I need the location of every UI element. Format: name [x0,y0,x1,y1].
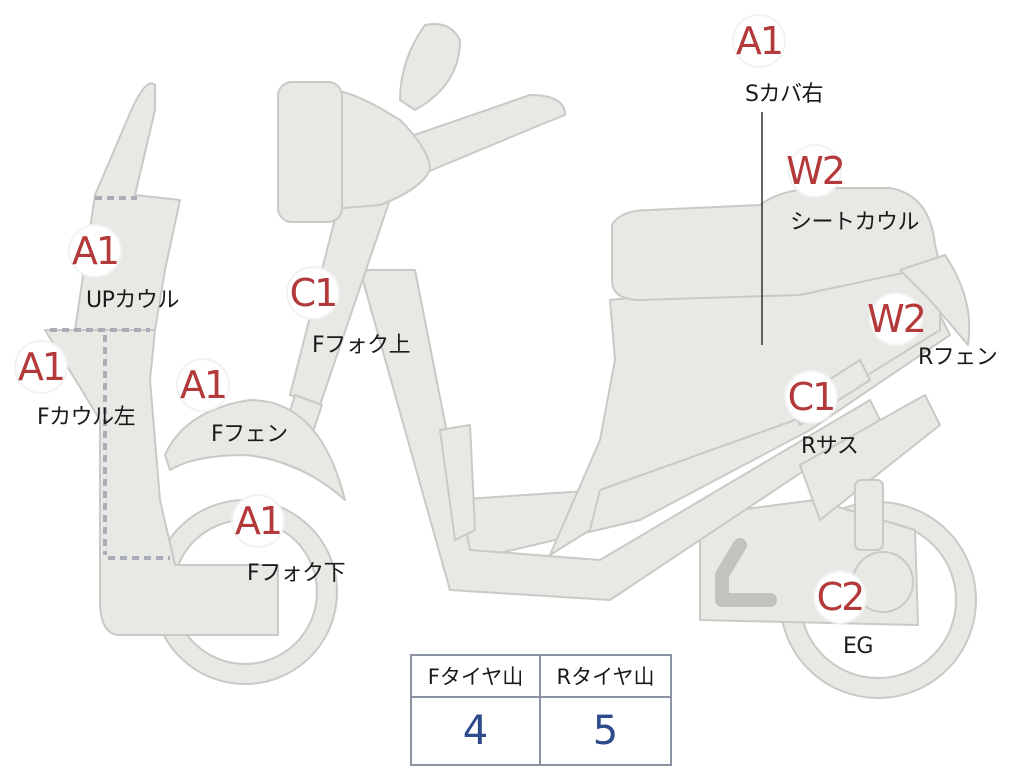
handlebar [399,94,566,176]
front-fender [164,399,346,501]
headlight [277,81,343,223]
seat-cowl-code: W2 [786,146,846,196]
up-cowl-label: UPカウル [86,288,179,313]
mirror [399,23,461,111]
headlight-housing [319,88,431,211]
engine-code: C2 [815,572,865,622]
f-fork-lower-label: Fフォク下 [247,561,346,586]
rear-tail [899,254,971,346]
tire-tread-table: Fタイヤ山 Rタイヤ山 4 5 [410,654,672,766]
frame-tube [359,269,881,601]
r-fender-code: W2 [867,294,927,344]
rear-tire-value: 5 [592,708,619,754]
exhaust-pipe [715,538,777,607]
rear-shock-lower [854,479,884,551]
f-cowl-left-code: A1 [16,342,66,392]
front-cowl [44,329,279,636]
s-cover-right-label: Sカバ右 [745,82,823,107]
r-suspension-label: Rサス [801,434,859,459]
engine-label: EG [843,634,873,659]
s-cover-right-code: A1 [734,16,784,66]
f-fork-upper-label: Fフォク上 [312,333,411,358]
seat-cowl-label: シートカウル [790,210,920,235]
up-cowl-code: A1 [70,226,120,276]
f-fender-label: Fフェン [211,422,288,447]
front-tire-header: Fタイヤ山 [412,656,541,698]
f-fork-lower-code: A1 [233,496,283,546]
r-fender-label: Rフェン [918,345,998,370]
rear-tire-header: Rタイヤ山 [541,656,670,698]
f-fork-upper-code: C1 [288,268,338,318]
f-fender-code: A1 [178,360,228,410]
seat [611,187,941,301]
floor-step [439,424,476,541]
r-suspension-code: C1 [786,372,836,422]
rear-shock [799,394,941,521]
front-tire-value: 4 [412,698,541,764]
f-cowl-left-label: Fカウル左 [37,405,136,430]
